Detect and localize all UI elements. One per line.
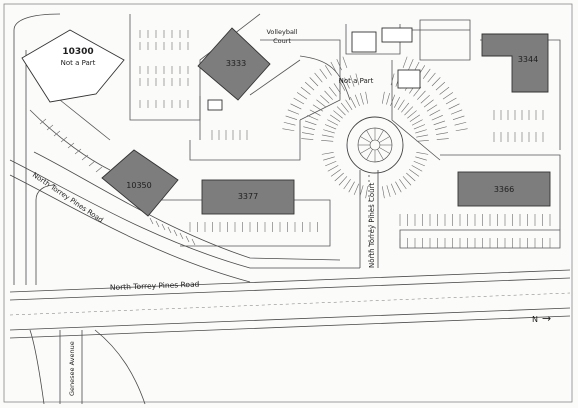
genesee-avenue [29,329,146,405]
building-3333-number: 3333 [226,59,246,68]
building-3333: 3333 [197,27,271,101]
small-structures [207,27,421,111]
map-border [3,3,573,403]
street-label-court: North Torrey Pines Court [368,183,376,268]
building-3344: 3344 [481,33,549,93]
street-label-avenue: Genesee Avenue [68,341,76,396]
center-not-a-part-label: Not a Part [339,77,374,85]
building-3377-number: 3377 [238,192,258,201]
main-road [9,269,571,339]
north-arrow-icon: → [542,312,551,325]
parking-stalls [39,30,551,248]
building-10350: 10350 [101,149,179,217]
building-10350-number: 10350 [126,181,151,190]
roundabout [346,116,404,174]
left-road [13,13,61,285]
building-3366: 3366 [457,171,551,207]
building-3377: 3377 [201,179,295,215]
torrey-court-road [359,170,379,268]
volleyball-court-label-line1: Volleyball [266,28,297,36]
building-3366-number: 3366 [494,185,514,194]
building-3344-number: 3344 [518,55,538,64]
north-arrow-label: N [532,315,538,324]
building-10300-number: 10300 [62,47,93,57]
volleyball-court-label-line2: Court [273,37,291,45]
diagonal-road [9,151,360,283]
building-10300: 10300 Not a Part [21,29,125,103]
street-label-diagonal: North Torrey Pines Road [31,171,105,224]
north-arrow: N → [532,312,551,325]
building-10300-note: Not a Part [61,59,96,67]
street-label-main: North Torrey Pines Road [110,280,200,292]
lot-outlines [29,13,561,249]
